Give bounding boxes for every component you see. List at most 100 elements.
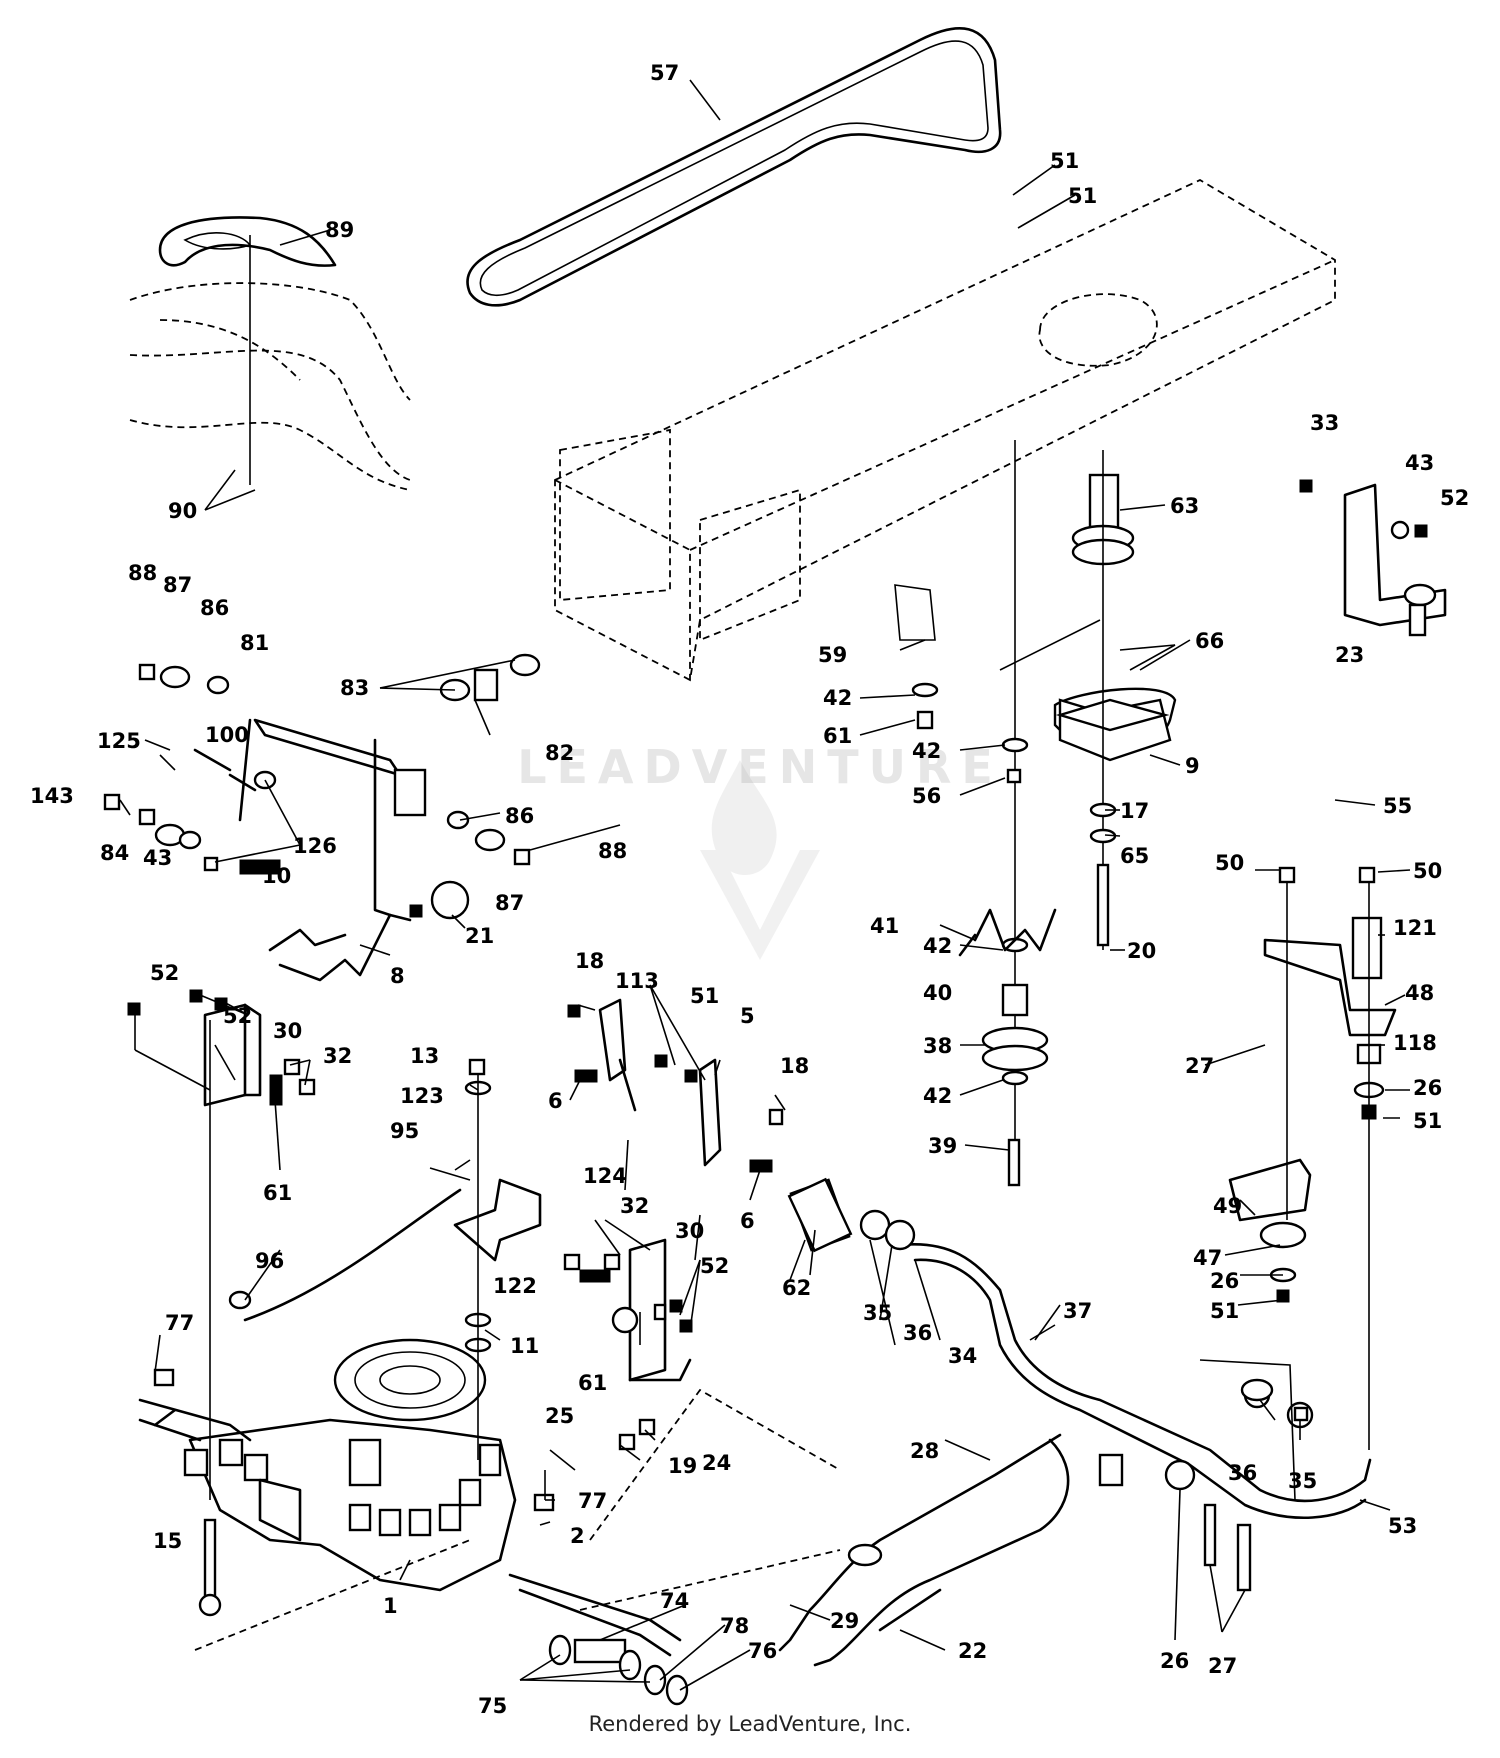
callout-label: 50 bbox=[1413, 859, 1442, 883]
tractor-frame bbox=[554, 178, 1336, 682]
callout-label: 62 bbox=[782, 1276, 811, 1300]
callout-label: 74 bbox=[660, 1589, 689, 1613]
bracket-23 bbox=[1299, 479, 1447, 637]
callout-label: 42 bbox=[923, 934, 952, 958]
callout-label: 30 bbox=[273, 1019, 302, 1043]
callout-label: 50 bbox=[1215, 851, 1244, 875]
callout-label: 82 bbox=[545, 741, 574, 765]
callout-label: 27 bbox=[1208, 1654, 1237, 1678]
callout-label: 9 bbox=[1185, 754, 1200, 778]
callout-label: 2 bbox=[570, 1524, 585, 1548]
bracket-113 bbox=[567, 998, 784, 1173]
watermark-text: LEADVENTURE bbox=[517, 740, 1003, 794]
callout-label: 52 bbox=[1440, 486, 1469, 510]
callout-label: 57 bbox=[650, 61, 679, 85]
callout-label: 96 bbox=[255, 1249, 284, 1273]
callout-label: 26 bbox=[1413, 1076, 1442, 1100]
callout-label: 38 bbox=[923, 1034, 952, 1058]
callout-label: 10 bbox=[262, 864, 291, 888]
callout-label: 88 bbox=[128, 561, 157, 585]
callout-label: 78 bbox=[720, 1614, 749, 1638]
linkage-81 bbox=[103, 653, 541, 982]
callout-label: 61 bbox=[823, 724, 852, 748]
bracket-48 bbox=[1263, 866, 1397, 1450]
callout-label: 35 bbox=[1288, 1469, 1317, 1493]
callout-label: 143 bbox=[30, 784, 74, 808]
callout-label: 126 bbox=[293, 834, 337, 858]
fender-89 bbox=[129, 216, 411, 491]
callout-label: 75 bbox=[478, 1694, 507, 1718]
callout-label: 89 bbox=[325, 218, 354, 242]
callout-labels: 57 51 51 89 63 33 43 52 23 66 59 42 61 4… bbox=[30, 61, 1469, 1718]
brake-rod-22 bbox=[778, 1433, 1252, 1667]
callout-label: 30 bbox=[675, 1219, 704, 1243]
callout-label: 40 bbox=[923, 981, 952, 1005]
callout-leaders bbox=[119, 79, 1411, 1691]
callout-label: 84 bbox=[100, 841, 129, 865]
watermark-logo bbox=[700, 760, 820, 960]
callout-label: 51 bbox=[1050, 149, 1079, 173]
callout-label: 6 bbox=[740, 1209, 755, 1233]
callout-label: 47 bbox=[1193, 1246, 1222, 1270]
callout-label: 25 bbox=[545, 1404, 574, 1428]
footer-credit: Rendered by LeadVenture, Inc. bbox=[588, 1712, 912, 1736]
bracket-30-left bbox=[127, 989, 316, 1107]
axle-washers-75 bbox=[153, 1368, 689, 1706]
callout-label: 52 bbox=[700, 1254, 729, 1278]
callout-label: 23 bbox=[1335, 643, 1364, 667]
callout-label: 6 bbox=[548, 1089, 563, 1113]
callout-label: 28 bbox=[910, 1439, 939, 1463]
bracket-122 bbox=[228, 1058, 656, 1460]
callout-label: 125 bbox=[97, 729, 141, 753]
callout-label: 53 bbox=[1388, 1514, 1417, 1538]
callout-label: 55 bbox=[1383, 794, 1412, 818]
callout-label: 21 bbox=[465, 924, 494, 948]
bracket-41 bbox=[958, 908, 1057, 957]
callout-label: 42 bbox=[823, 686, 852, 710]
callout-label: 88 bbox=[598, 839, 627, 863]
callout-label: 61 bbox=[263, 1181, 292, 1205]
callout-label: 51 bbox=[1068, 184, 1097, 208]
callout-label: 42 bbox=[923, 1084, 952, 1108]
electric-clutch-9 bbox=[1053, 473, 1177, 762]
callout-label: 52 bbox=[150, 961, 179, 985]
callout-label: 15 bbox=[153, 1529, 182, 1553]
callout-label: 49 bbox=[1213, 1194, 1242, 1218]
washer-36 bbox=[1199, 1359, 1309, 1501]
callout-label: 51 bbox=[1413, 1109, 1442, 1133]
callout-label: 36 bbox=[903, 1321, 932, 1345]
callout-label: 5 bbox=[740, 1004, 755, 1028]
callout-label: 100 bbox=[205, 723, 249, 747]
bracket-30-center bbox=[563, 1238, 693, 1382]
callout-label: 65 bbox=[1120, 844, 1149, 868]
callout-label: 26 bbox=[1160, 1649, 1189, 1673]
callout-label: 41 bbox=[870, 914, 899, 938]
callout-label: 87 bbox=[495, 891, 524, 915]
callout-label: 39 bbox=[928, 1134, 957, 1158]
callout-label: 76 bbox=[748, 1639, 777, 1663]
callout-label: 37 bbox=[1063, 1299, 1092, 1323]
callout-label: 83 bbox=[340, 676, 369, 700]
callout-label: 29 bbox=[830, 1609, 859, 1633]
bracket-49 bbox=[1228, 1158, 1312, 1303]
callout-label: 121 bbox=[1393, 916, 1437, 940]
callout-label: 19 bbox=[668, 1454, 697, 1478]
callout-label: 36 bbox=[1228, 1461, 1257, 1485]
callout-label: 32 bbox=[620, 1194, 649, 1218]
callout-label: 35 bbox=[863, 1301, 892, 1325]
callout-label: 122 bbox=[493, 1274, 537, 1298]
callout-label: 51 bbox=[690, 984, 719, 1008]
callout-label: 77 bbox=[578, 1489, 607, 1513]
callout-label: 66 bbox=[1195, 629, 1224, 653]
callout-label: 43 bbox=[143, 846, 172, 870]
idler-pulley-38 bbox=[981, 440, 1104, 1187]
callout-label: 42 bbox=[912, 739, 941, 763]
callout-label: 22 bbox=[958, 1639, 987, 1663]
callout-label: 1 bbox=[383, 1594, 398, 1618]
callout-label: 118 bbox=[1393, 1031, 1437, 1055]
callout-label: 77 bbox=[165, 1311, 194, 1335]
callout-label: 20 bbox=[1127, 939, 1156, 963]
drive-belt-57 bbox=[466, 27, 1002, 307]
callout-label: 81 bbox=[240, 631, 269, 655]
